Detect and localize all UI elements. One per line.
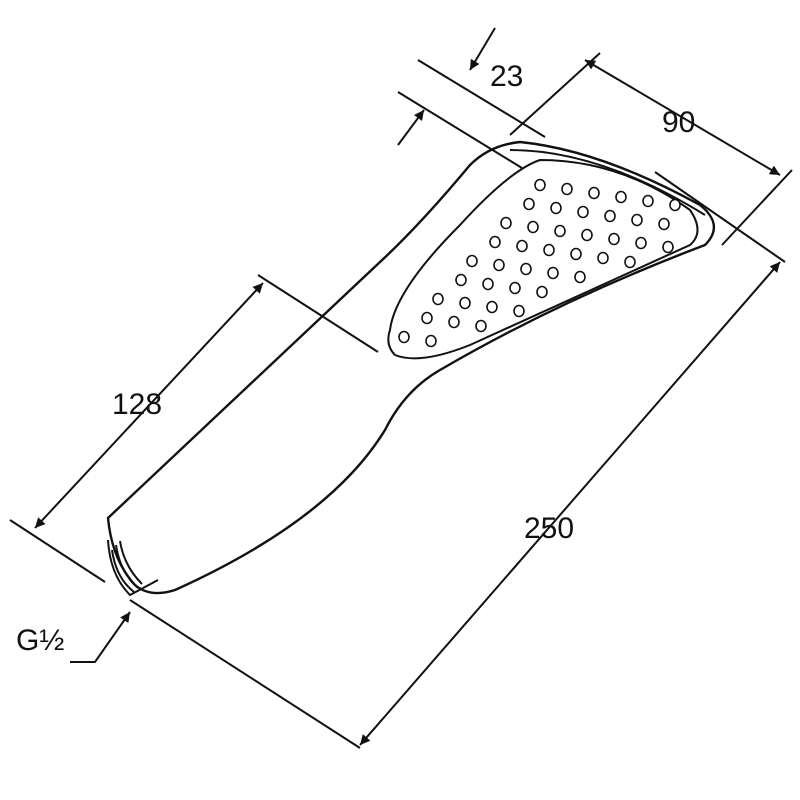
nozzle [570, 247, 582, 261]
nozzle [550, 201, 562, 215]
nozzle [658, 217, 670, 231]
nozzle [574, 270, 586, 284]
nozzle [509, 281, 521, 295]
nozzle [398, 330, 410, 344]
extension-line [721, 169, 793, 246]
nozzle [547, 266, 559, 280]
nozzle [459, 296, 471, 310]
nozzle [669, 198, 681, 212]
thread-connector [107, 539, 159, 597]
extension-line [654, 171, 786, 263]
dimension-arrow-23-bottom [397, 109, 425, 146]
extension-line [129, 599, 361, 749]
nozzle [425, 334, 437, 348]
nozzle [597, 251, 609, 265]
thread-leader [70, 611, 131, 663]
label-250: 250 [524, 512, 574, 545]
label-23: 23 [490, 60, 523, 93]
nozzle [635, 236, 647, 250]
nozzle [581, 228, 593, 242]
nozzle [466, 254, 478, 268]
nozzle [493, 258, 505, 272]
label-thread: G½ [16, 624, 64, 657]
nozzle [577, 205, 589, 219]
nozzle [534, 178, 546, 192]
nozzle [482, 277, 494, 291]
nozzle [520, 262, 532, 276]
nozzle [642, 194, 654, 208]
nozzle [516, 239, 528, 253]
dimension-line-250 [359, 261, 781, 746]
nozzle [604, 209, 616, 223]
nozzle [455, 273, 467, 287]
nozzle [536, 285, 548, 299]
nozzle [527, 220, 539, 234]
nozzle [615, 190, 627, 204]
extension-line [397, 91, 523, 169]
extension-line [9, 519, 106, 583]
nozzle [554, 224, 566, 238]
nozzle [543, 243, 555, 257]
nozzle [631, 213, 643, 227]
nozzle [500, 216, 512, 230]
nozzle [421, 311, 433, 325]
dimension-line-128 [34, 282, 264, 529]
nozzle [432, 292, 444, 306]
nozzle [561, 182, 573, 196]
nozzle [513, 304, 525, 318]
nozzle [486, 300, 498, 314]
nozzle [489, 235, 501, 249]
extension-line [257, 274, 379, 353]
label-90: 90 [662, 106, 695, 139]
nozzle [662, 240, 674, 254]
handle-body [106, 140, 715, 595]
dimension-line-90 [584, 59, 781, 176]
nozzle [448, 315, 460, 329]
extension-line [417, 59, 546, 138]
nozzle [624, 255, 636, 269]
extension-line [509, 52, 601, 136]
nozzle [608, 232, 620, 246]
dimension-arrow-23-top [469, 27, 496, 71]
label-128: 128 [112, 388, 162, 421]
nozzle [475, 319, 487, 333]
nozzle [523, 197, 535, 211]
nozzle [588, 186, 600, 200]
